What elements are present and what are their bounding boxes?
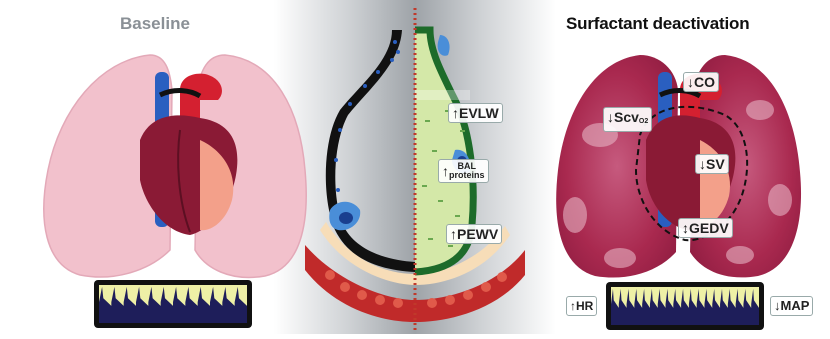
pewv-label: ↑PEWV xyxy=(446,224,502,244)
evlw-label: ↑EVLW xyxy=(448,103,503,123)
map-label: ↓MAP xyxy=(770,296,813,316)
surfactant-deactivation-title: Surfactant deactivation xyxy=(566,14,749,34)
hr-label: ↑HR xyxy=(566,296,597,316)
gedv-label: ↕GEDV xyxy=(678,218,733,238)
co-label: ↓CO xyxy=(683,72,719,92)
baseline-monitor xyxy=(94,280,252,328)
sv-label: ↓SV xyxy=(695,154,729,174)
bal-proteins-label: ↑BALproteins xyxy=(438,159,489,183)
baseline-title: Baseline xyxy=(120,14,190,34)
deactivated-monitor xyxy=(606,282,764,330)
scvo2-label: ↓ScvO2 xyxy=(603,107,652,132)
